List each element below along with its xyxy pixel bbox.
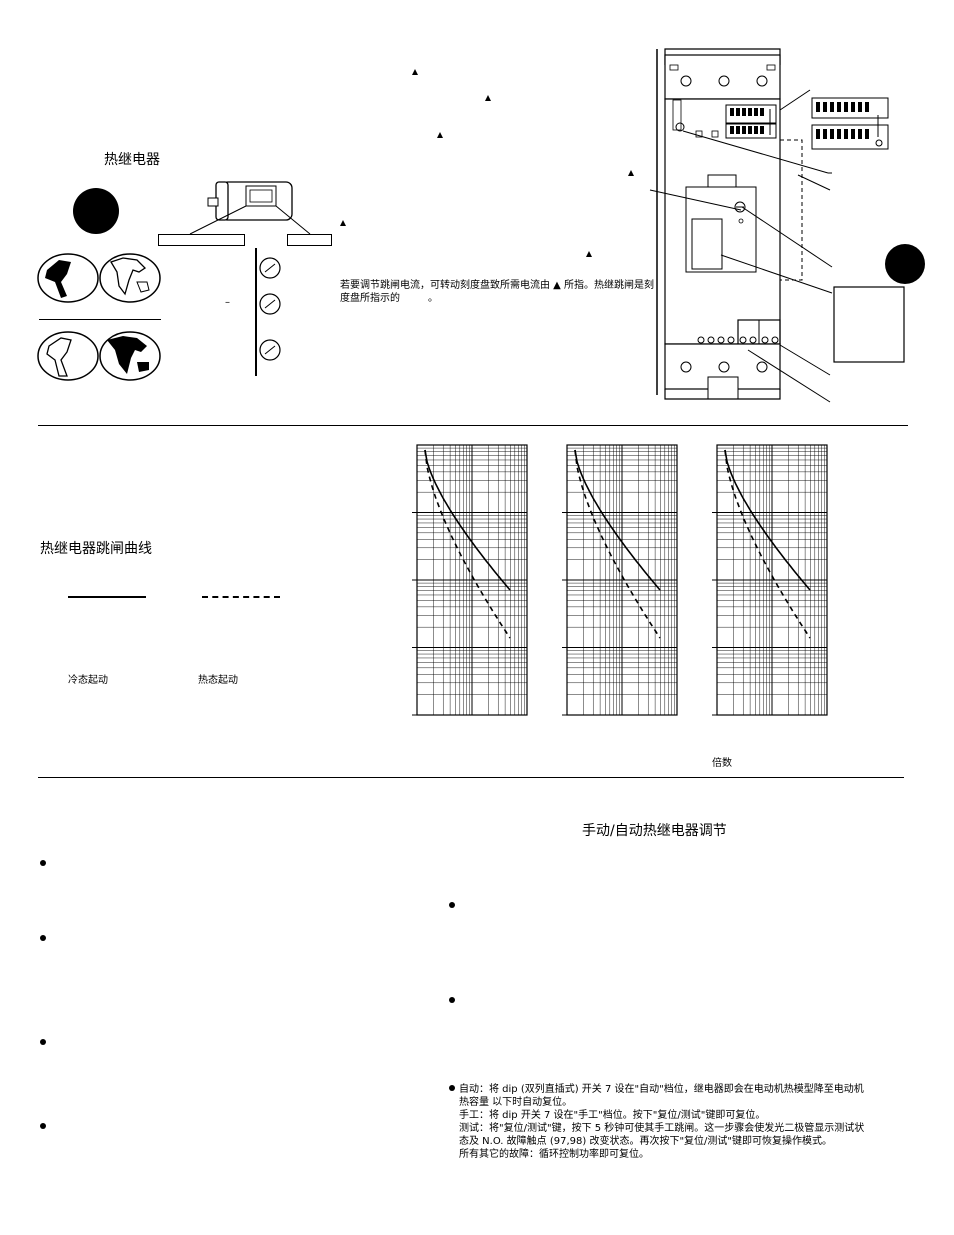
bullet-right-1 [449, 902, 455, 908]
cold-start-curve [574, 449, 661, 591]
motor-label-box-right [287, 234, 332, 246]
legend-hot-label: 热态起动 [198, 675, 238, 686]
dial-icon-3 [259, 339, 281, 361]
bullet-left-1 [40, 860, 46, 866]
reset-instructions: 自动：将 dip (双列直插式) 开关 7 设在"自动"档位，继电器即会在电动机… [459, 1083, 899, 1161]
x-axis-label: 倍数 [712, 758, 732, 769]
trip-curve-chart-3 [712, 444, 828, 716]
bullet-left-2 [40, 935, 46, 941]
hot-start-curve [574, 449, 661, 639]
curves-title: 热继电器跳闸曲线 [40, 541, 152, 557]
test-line-1: 测试：将"复位/测试"键，按下 5 秒钟可使其手工跳闸。这一步骤会使发光二极管显… [459, 1123, 865, 1134]
relay-device-diagram [649, 48, 905, 403]
relay-heading: 热继电器 [104, 152, 160, 168]
step-marker-dot-left [73, 188, 119, 234]
step-marker-dot-right [885, 244, 925, 284]
dial-icon-2 [259, 293, 281, 315]
bullet-right-2 [449, 997, 455, 1003]
legend-hot-line [202, 596, 280, 598]
cold-start-curve [424, 449, 511, 591]
adjust-text-line3: 。 [428, 293, 438, 304]
auto-line-2: 热容量 以下时自动复位。 [459, 1097, 573, 1108]
world-map-divider [39, 319, 161, 320]
motor-illustration [189, 181, 311, 235]
adjust-text-line2: 度盘所指示的 [340, 293, 400, 304]
test-line-2: 态及 N.O. 故障触点 (97,98) 改变状态。再次按下"复位/测试"键即可… [459, 1136, 833, 1147]
world-map-icon-top [37, 253, 161, 303]
dial-icon-1 [259, 257, 281, 279]
manual-line: 手工：将 dip 开关 7 设在"手工"档位。按下"复位/测试"键即可复位。 [459, 1110, 766, 1121]
adjust-text-line1: 若要调节跳闸电流，可转动刻度盘致所需电流由 ▲ 所指。热继跳闸是刻 [340, 280, 655, 291]
other-faults-line: 所有其它的故障：循环控制功率即可复位。 [459, 1149, 649, 1160]
section-divider-top [38, 425, 908, 426]
bullet-left-3 [40, 1039, 46, 1045]
hot-start-curve [724, 449, 811, 639]
triangle-marker-icon [437, 132, 443, 138]
triangle-marker-icon [586, 251, 592, 257]
manual-auto-heading: 手动/自动热继电器调节 [582, 823, 727, 839]
motor-label-box-left [158, 234, 245, 246]
auto-line-1: 自动：将 dip (双列直插式) 开关 7 设在"自动"档位，继电器即会在电动机… [459, 1084, 864, 1095]
trip-curve-chart-1 [412, 444, 528, 716]
dial-column-line [255, 248, 257, 376]
triangle-marker-icon [412, 69, 418, 75]
legend-cold-line [68, 596, 146, 598]
hot-start-curve [424, 449, 511, 639]
triangle-marker-icon [628, 170, 634, 176]
triangle-marker-icon [340, 220, 346, 226]
bullet-right-3 [449, 1085, 455, 1091]
cold-start-curve [724, 449, 811, 591]
trip-curve-chart-2 [562, 444, 678, 716]
section-divider-bottom [38, 777, 904, 778]
triangle-marker-icon [485, 95, 491, 101]
dash-mark: – [225, 297, 230, 308]
bullet-left-4 [40, 1123, 46, 1129]
world-map-icon-bottom [37, 331, 161, 381]
legend-cold-label: 冷态起动 [68, 675, 108, 686]
